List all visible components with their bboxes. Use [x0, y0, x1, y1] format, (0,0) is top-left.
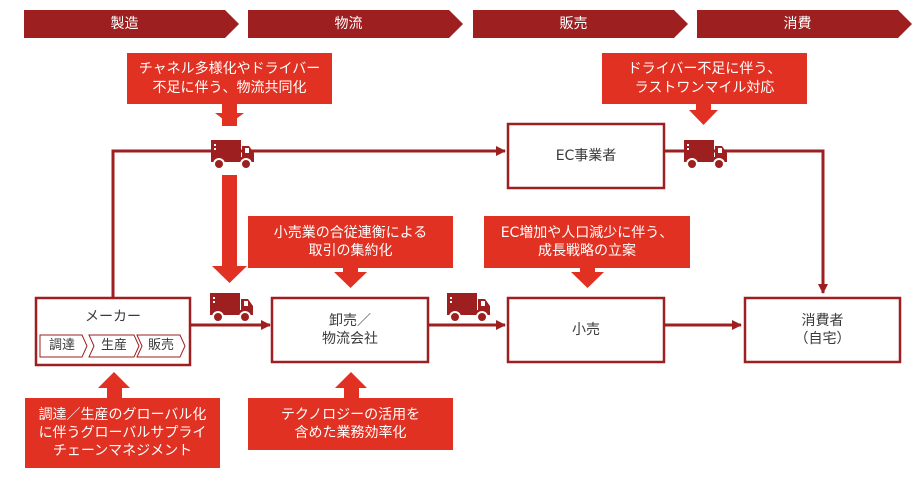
- callout-box-growth-strategy: [484, 216, 690, 268]
- node-wholesale-label: 卸売／ 物流会社: [322, 312, 378, 347]
- arrow-tech-efficiency-up: [335, 372, 367, 399]
- stage-label-logistics: 物流: [334, 15, 363, 32]
- node-ec-label: EC事業者: [555, 147, 617, 164]
- arrow-logistics-sharing-down: [212, 104, 247, 283]
- maker-step-production: 生産: [100, 337, 127, 353]
- node-box-wholesale: [270, 296, 430, 364]
- callout-retail-consolidation: 小売業の合従連衡による 取引の集約化: [273, 224, 428, 259]
- node-box-consumer: [743, 296, 902, 364]
- arrow-growth-strategy-down: [571, 268, 604, 288]
- maker-step-procurement: 調達: [48, 337, 75, 353]
- callout-global-scm: 調達／生産のグローバル化 に伴うグローバルサプライ チェーンマネジメント: [38, 406, 207, 460]
- maker-step-sales: 販売: [147, 337, 174, 353]
- callout-box-logistics-sharing: [127, 53, 332, 104]
- stage-label-manufacturing: 製造: [110, 15, 139, 32]
- maker-step-chevron-sales: [136, 334, 186, 358]
- callout-last-one-mile: ドライバー不足に伴う、 ラストワンマイル対応: [627, 61, 782, 96]
- stage-bar-manufacturing: [24, 10, 239, 38]
- callout-box-retail-consolidation: [248, 216, 453, 268]
- stage-bar-consumption: [697, 10, 912, 38]
- maker-step-chevron-production: [88, 334, 140, 358]
- maker-step-chevron-procurement: [39, 334, 88, 358]
- stage-label-consumption: 消費: [783, 15, 812, 32]
- callout-growth-strategy: EC増加や人口減少に伴う、 成長戦略の立案: [500, 224, 674, 259]
- truck-icon: [209, 292, 254, 323]
- node-retail-label: 小売: [572, 321, 600, 338]
- callout-box-global-scm: [25, 398, 220, 468]
- truck-icon: [210, 139, 255, 170]
- node-consumer-label: 消費者 （自宅）: [794, 312, 851, 347]
- arrow-global-scm-up: [98, 372, 130, 399]
- callout-tech-efficiency: テクノロジーの活用を 含めた業務効率化: [280, 406, 421, 441]
- stage-label-sales: 販売: [559, 15, 588, 32]
- flow-maker-to-ec: [111, 146, 506, 298]
- truck-icon: [683, 139, 728, 170]
- truck-icon: [446, 292, 491, 323]
- arrow-retail-consolidation-down: [334, 268, 367, 288]
- node-box-retail: [506, 296, 666, 364]
- node-box-ec: [506, 122, 666, 190]
- callout-box-last-one-mile: [602, 53, 807, 104]
- node-maker-label: メーカー: [85, 308, 141, 325]
- stage-bar-sales: [473, 10, 688, 38]
- arrow-last-one-mile-down: [689, 104, 718, 125]
- stage-bar-logistics: [248, 10, 463, 38]
- callout-logistics-sharing: チャネル多様化やドライバー 不足に伴う、物流共同化: [138, 61, 321, 96]
- callout-box-tech-efficiency: [248, 398, 453, 450]
